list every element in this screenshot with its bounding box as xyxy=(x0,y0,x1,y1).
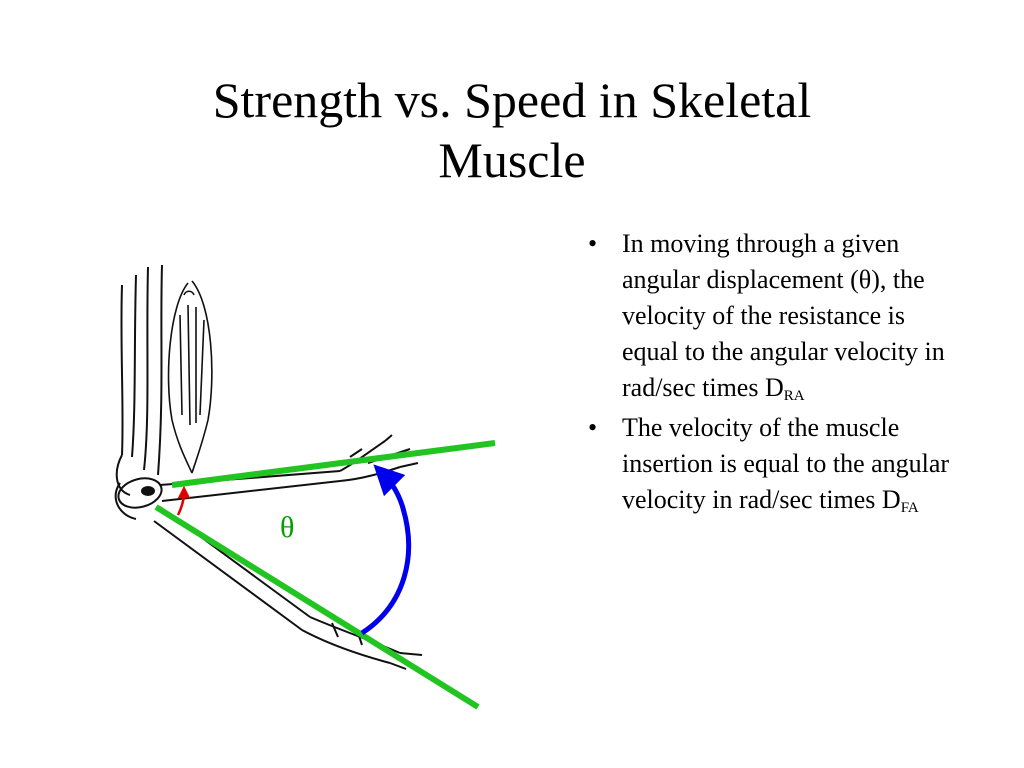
bullet-subscript: RA xyxy=(783,388,805,404)
elbow-joint xyxy=(114,477,163,520)
bullet-marker: • xyxy=(588,413,598,442)
elbow-lever-figure: θ xyxy=(100,245,510,720)
bullet-list: • In moving through a given angular displ… xyxy=(584,226,964,522)
biceps-muscle xyxy=(167,280,213,474)
bullet-text: In moving through a given angular displa… xyxy=(622,229,945,402)
slide-title: Strength vs. Speed in Skeletal Muscle xyxy=(0,70,1024,190)
upper-arm-bones xyxy=(115,264,163,496)
raised-forearm-axis-line xyxy=(171,440,496,488)
title-line-2: Muscle xyxy=(438,132,586,188)
angular-displacement-arc xyxy=(360,464,412,636)
insertion-arc-arrow xyxy=(176,485,191,516)
bullet-text: The velocity of the muscle insertion is … xyxy=(622,413,950,514)
bullet-item: • In moving through a given angular displ… xyxy=(584,226,964,406)
bullet-subscript: FA xyxy=(900,500,919,516)
elbow-lever-diagram xyxy=(114,264,496,710)
bullet-marker: • xyxy=(588,229,598,258)
bullet-item: • The velocity of the muscle insertion is… xyxy=(584,410,964,518)
title-line-1: Strength vs. Speed in Skeletal xyxy=(212,72,812,128)
lowered-forearm-axis-line xyxy=(154,504,480,710)
theta-label: θ xyxy=(280,511,295,544)
